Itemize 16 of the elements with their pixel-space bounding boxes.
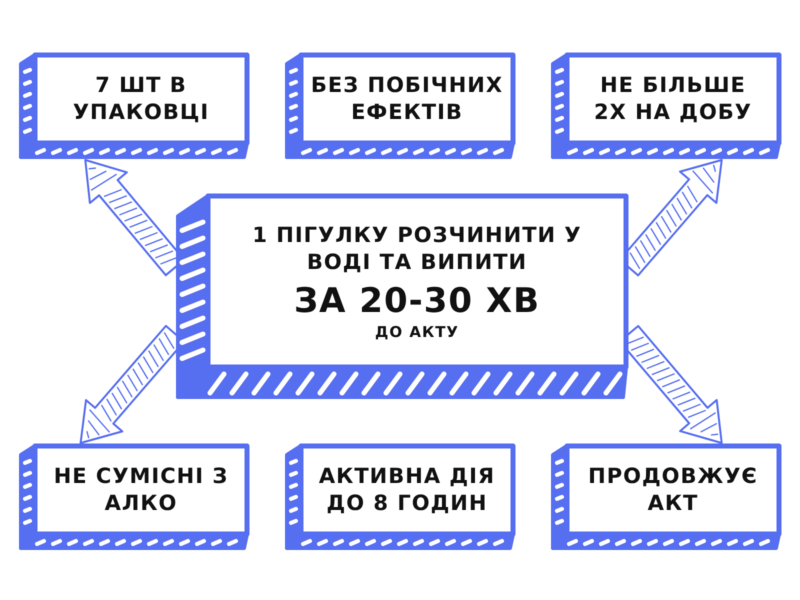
hatched-box <box>175 193 629 400</box>
box-text: БЕЗ ПОБІЧНИХ ЕФЕКТІВ <box>310 72 504 126</box>
box-text: НЕ БІЛЬШЕ 2Х НА ДОБУ <box>592 72 753 126</box>
instruction-text: 1 ПІГУЛКУ РОЗЧИНИТИ У ВОДІ ТА ВИПИТИ <box>251 222 583 276</box>
box-text: НЕ СУМІСНІ З АЛКО <box>52 462 230 517</box>
hatched-box <box>18 443 250 551</box>
note-text: ДО АКТУ <box>375 323 459 342</box>
box-text: 7 ШТ В УПАКОВЦІ <box>72 72 210 126</box>
hatched-box <box>550 443 782 551</box>
hatched-box <box>18 52 250 160</box>
time-text: ЗА 20-30 ХВ <box>294 282 540 322</box>
box-text: ПРОДОВЖУЄ АКТ <box>587 462 759 517</box>
box-text: АКТИВНА ДІЯ ДО 8 ГОДИН <box>318 462 496 517</box>
hatched-box <box>284 443 516 551</box>
hatched-box <box>550 52 782 160</box>
hatched-box <box>284 52 516 160</box>
